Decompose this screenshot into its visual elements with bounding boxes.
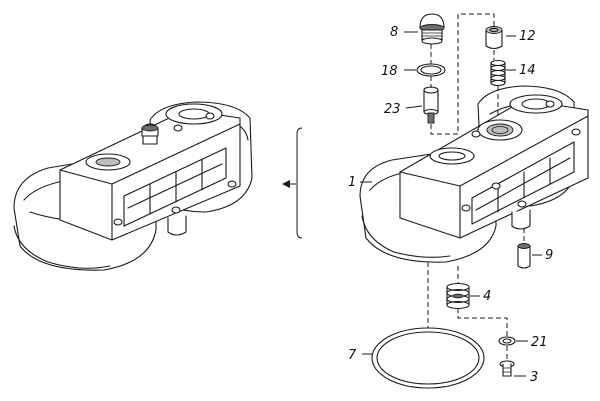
exploded-housing-part-1 — [359, 85, 589, 263]
assembly-paths — [427, 13, 525, 360]
part-18-o-ring — [416, 63, 446, 77]
part-9-plunger — [517, 243, 531, 269]
callout-3: 3 — [530, 370, 538, 385]
callout-18: 18 — [381, 64, 398, 79]
part-21-washer — [498, 336, 516, 346]
assembled-housing — [13, 101, 253, 271]
part-4-spring — [446, 282, 470, 310]
callout-8: 8 — [390, 25, 398, 40]
callout-1: 1 — [348, 175, 356, 190]
callout-23: 23 — [384, 102, 401, 117]
part-12-sleeve — [485, 26, 503, 50]
part-8-plug — [419, 13, 445, 45]
part-7-gasket-ring — [371, 327, 485, 389]
callout-labels: 8 18 23 12 14 1 9 4 7 21 3 — [348, 25, 553, 385]
callout-4: 4 — [483, 289, 491, 304]
arrow-left-icon — [282, 180, 290, 188]
leader-lines — [360, 31, 542, 377]
callout-14: 14 — [519, 63, 536, 78]
callout-21: 21 — [531, 335, 548, 350]
group-bracket — [282, 127, 303, 239]
callout-7: 7 — [348, 348, 357, 363]
part-23-pin — [423, 86, 439, 124]
callout-9: 9 — [545, 248, 553, 263]
part-3-bolt — [499, 360, 515, 377]
callout-12: 12 — [519, 29, 536, 44]
part-14-spring — [490, 59, 506, 87]
